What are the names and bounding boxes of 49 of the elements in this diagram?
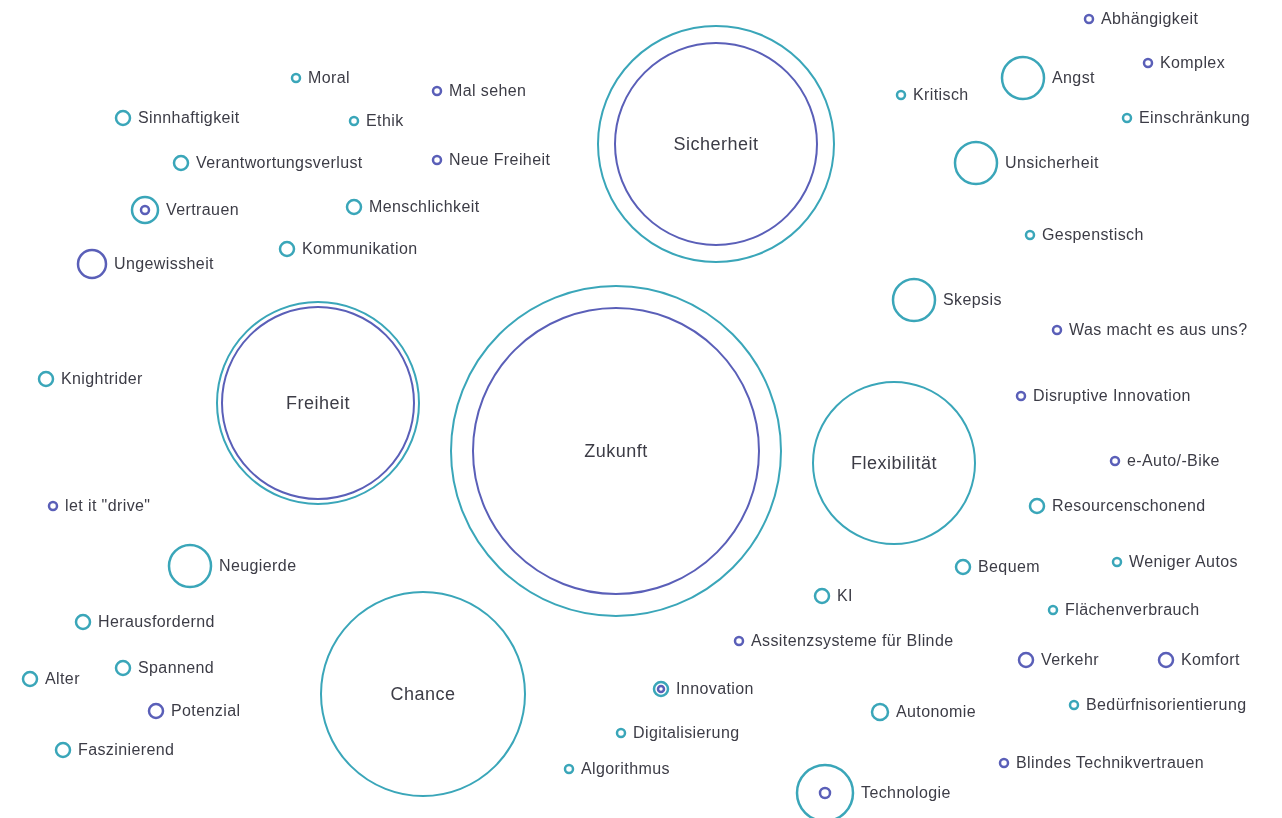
- word-label: Algorithmus: [581, 759, 670, 779]
- word-label: Abhängigkeit: [1101, 9, 1199, 29]
- word-label: Herausfordernd: [98, 612, 215, 632]
- word-label: Innovation: [676, 679, 754, 699]
- bubble-label: Sicherheit: [672, 133, 760, 155]
- word-label: Resourcenschonend: [1052, 496, 1206, 516]
- word-label: Autonomie: [896, 702, 977, 722]
- word-label: KI: [837, 586, 853, 606]
- word-label: Sinnhaftigkeit: [138, 108, 240, 128]
- word-label: Verantwortungsverlust: [196, 153, 363, 173]
- word-label: Neugierde: [219, 556, 297, 576]
- word-label: Bedürfnisorientierung: [1086, 695, 1247, 715]
- word-label: Potenzial: [171, 701, 241, 721]
- word-label: Alter: [45, 669, 80, 689]
- word-label: Kommunikation: [302, 239, 418, 259]
- word-label: Spannend: [138, 658, 215, 678]
- word-label: Angst: [1052, 68, 1095, 88]
- word-label: Mal sehen: [449, 81, 527, 101]
- word-label: Disruptive Innovation: [1033, 386, 1191, 406]
- word-label: let it "drive": [65, 496, 151, 516]
- word-label: Bequem: [978, 557, 1040, 577]
- word-label: e-Auto/-Bike: [1127, 451, 1220, 471]
- word-label: Knightrider: [61, 369, 143, 389]
- word-label: Unsicherheit: [1005, 153, 1099, 173]
- word-label: Menschlichkeit: [369, 197, 480, 217]
- word-label: Ethik: [366, 111, 404, 131]
- word-label: Verkehr: [1041, 650, 1099, 670]
- word-label: Skepsis: [943, 290, 1002, 310]
- word-label: Digitalisierung: [633, 723, 740, 743]
- word-label: Vertrauen: [166, 200, 239, 220]
- word-label: Blindes Technikvertrauen: [1016, 753, 1205, 773]
- bubble-label: Flexibilität: [850, 452, 938, 474]
- bubble-label: Chance: [389, 683, 457, 705]
- word-label: Komplex: [1160, 53, 1226, 73]
- word-label: Moral: [308, 68, 350, 88]
- bubble-label: Zukunft: [583, 440, 649, 462]
- word-label: Assitenzsysteme für Blinde: [751, 631, 954, 651]
- word-label: Komfort: [1181, 650, 1240, 670]
- word-label: Technologie: [861, 783, 951, 803]
- word-label: Einschränkung: [1139, 108, 1251, 128]
- word-label: Was macht es aus uns?: [1069, 320, 1248, 340]
- word-label: Neue Freiheit: [449, 150, 551, 170]
- bubble-label: Freiheit: [285, 392, 351, 414]
- word-label: Ungewissheit: [114, 254, 214, 274]
- word-label: Kritisch: [913, 85, 969, 105]
- word-label: Flächenverbrauch: [1065, 600, 1200, 620]
- word-label: Faszinierend: [78, 740, 175, 760]
- word-label: Weniger Autos: [1129, 552, 1238, 572]
- word-label: Gespenstisch: [1042, 225, 1144, 245]
